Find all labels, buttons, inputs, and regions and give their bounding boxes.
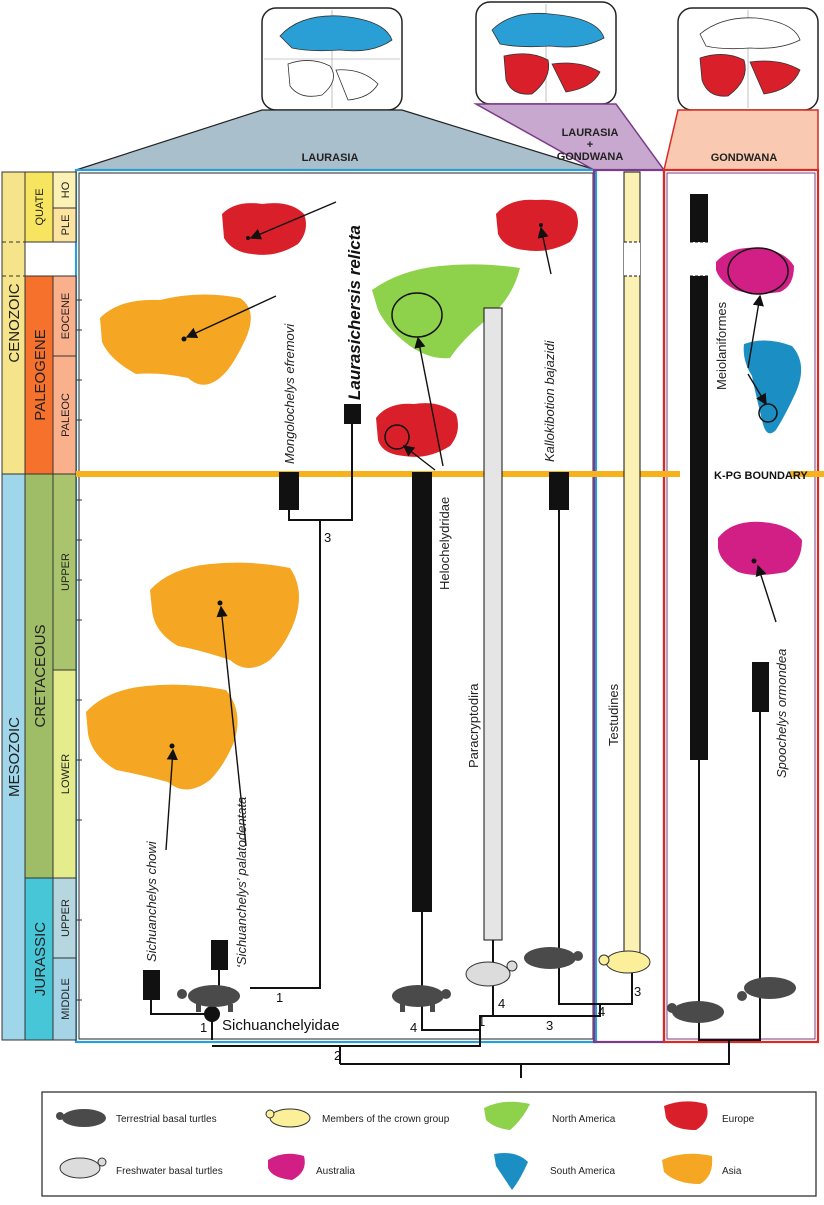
epoch-eocene: EOCENE — [60, 293, 72, 339]
legend-australia: Australia — [268, 1153, 355, 1180]
asia-map-upper-k — [150, 562, 299, 668]
range-kallokibotion — [549, 472, 569, 510]
range-sichuanchelys-palatodentata — [211, 940, 228, 970]
node-num-10: 2 — [334, 1048, 341, 1063]
gondwana-box-inner — [666, 172, 816, 1040]
lg-label-3: GONDWANA — [557, 151, 624, 163]
australia-map-upper-k — [718, 521, 802, 575]
legend-terrestrial: Terrestrial basal turtles — [56, 1109, 217, 1127]
legend-south-america: South America — [494, 1153, 615, 1190]
lg-label-2: + — [587, 139, 593, 151]
turtle-freshwater — [465, 960, 518, 987]
svg-text:Members of the crown group: Members of the crown group — [322, 1114, 450, 1125]
range-meiolaniformes — [690, 194, 708, 760]
svg-text:Freshwater basal turtles: Freshwater basal turtles — [116, 1166, 223, 1177]
laurasia-label: LAURASIA — [302, 152, 359, 164]
turtle-terrestrial-4 — [667, 1001, 724, 1023]
range-mongolochelys — [279, 472, 299, 510]
kpg-label: K-PG BOUNDARY — [714, 470, 808, 482]
sichuanchelyidae-node — [204, 1006, 220, 1022]
period-jurassic: JURASSIC — [32, 922, 49, 996]
globe-laurasia-gondwana — [475, 1, 617, 105]
epoch-middle-j: MIDDLE — [60, 978, 72, 1020]
turtle-terrestrial-3 — [524, 947, 583, 969]
legend-crown: Members of the crown group — [265, 1108, 450, 1128]
legend-north-america: North America — [484, 1101, 616, 1130]
label-spoochelys: Spoochelys ormondea — [774, 649, 789, 778]
epoch-upper-j: UPPER — [60, 899, 72, 937]
phylogeny-tree — [150, 424, 761, 1078]
range-paracryptodira — [483, 307, 503, 941]
epoch-upper-k: UPPER — [60, 553, 72, 591]
epoch-ple: PLE — [60, 215, 72, 236]
timescale: CENOZOIC MESOZOIC QUATE PALEOGENE CRETAC… — [1, 171, 82, 1041]
range-testudines — [623, 171, 641, 963]
svg-text:Terrestrial basal turtles: Terrestrial basal turtles — [116, 1114, 217, 1125]
node-num-8: 4 — [598, 1004, 605, 1019]
legend-europe: Europe — [664, 1101, 755, 1130]
turtle-crown — [598, 950, 651, 974]
node-num-7: 3 — [546, 1018, 553, 1033]
svg-text:Asia: Asia — [722, 1166, 742, 1177]
era-mesozoic: MESOZOIC — [6, 717, 23, 797]
svg-text:South America: South America — [550, 1166, 615, 1177]
label-meiolaniformes: Meiolaniformes — [714, 301, 729, 390]
node-num-5: 1 — [478, 1014, 485, 1029]
range-sichuanchelys-chowi — [143, 970, 160, 1000]
epoch-ho: HO — [60, 181, 72, 198]
node-num-1: 1 — [276, 990, 283, 1005]
legend-asia: Asia — [662, 1153, 742, 1184]
node-num-3: 3 — [324, 530, 331, 545]
australia-map-eocene — [716, 247, 794, 295]
node-num-9: 3 — [634, 984, 641, 999]
range-spoochelys — [752, 662, 769, 712]
gondwana-box-outer — [662, 168, 820, 1044]
range-laurasichersis — [344, 404, 361, 424]
asia-map-eocene — [100, 294, 251, 385]
period-quate: QUATE — [34, 188, 46, 225]
label-sichuanchelys-palatodentata: ‘Sichuanchelys’ palatodentata — [234, 797, 249, 968]
label-sichuanchelyidae: Sichuanchelyidae — [222, 1017, 340, 1034]
epoch-paleoc: PALEOC — [60, 393, 72, 437]
gondwana-label: GONDWANA — [711, 152, 778, 164]
svg-text:Australia: Australia — [316, 1166, 355, 1177]
label-sichuanchelys-chowi: Sichuanchelys chowi — [144, 840, 159, 962]
label-testudines: Testudines — [606, 683, 621, 746]
label-paracryptodira: Paracryptodira — [466, 683, 481, 768]
period-paleogene: PALEOGENE — [32, 329, 49, 420]
node-num-2: 1 — [200, 1020, 207, 1035]
epoch-lower-k: LOWER — [60, 754, 72, 794]
era-cenozoic: CENOZOIC — [6, 283, 23, 362]
south-america-map — [743, 340, 802, 434]
turtle-terrestrial-1 — [177, 985, 240, 1012]
legend-freshwater: Freshwater basal turtles — [59, 1157, 223, 1179]
turtle-terrestrial-5 — [737, 977, 796, 1001]
label-helochelydridae: Helochelydridae — [437, 497, 452, 590]
period-cretaceous: CRETACEOUS — [32, 624, 49, 727]
turtle-terrestrial-2 — [392, 985, 451, 1012]
node-num-6: 4 — [498, 996, 505, 1011]
svg-text:North America: North America — [552, 1114, 616, 1125]
node-num-4: 4 — [410, 1020, 417, 1035]
asia-map-lower-k — [86, 684, 238, 790]
range-helochelydridae — [412, 472, 432, 912]
globe-gondwana — [677, 7, 819, 111]
label-kallokibotion: Kallokibotion bajazidi — [542, 339, 557, 462]
europe-map-paleoc — [376, 403, 458, 457]
lg-label-1: LAURASIA — [562, 127, 619, 139]
arrows — [165, 201, 777, 851]
europe-map-ho-2 — [496, 199, 578, 251]
europe-map-ho — [222, 203, 306, 255]
label-mongolochelys: Mongolochelys efremovi — [282, 323, 297, 464]
globe-laurasia — [261, 7, 403, 111]
label-laurasichersis: Laurasichersis relicta — [345, 225, 364, 400]
svg-text:Europe: Europe — [722, 1114, 755, 1125]
